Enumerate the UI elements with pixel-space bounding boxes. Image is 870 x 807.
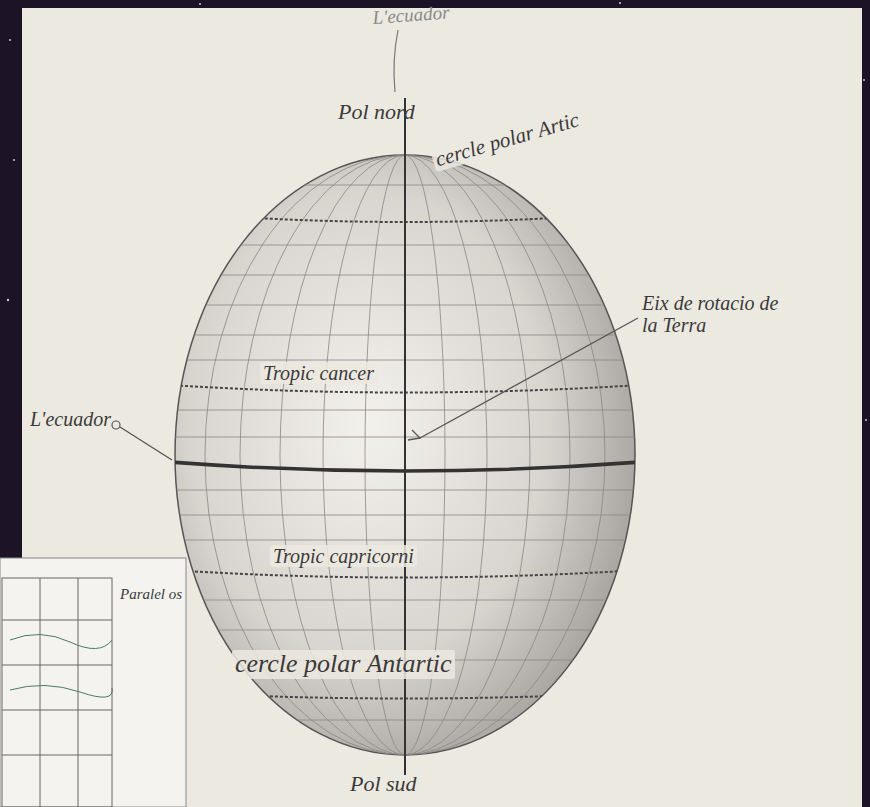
handwritten-label: Pol nord <box>338 100 415 124</box>
handwritten-label: cercle polar Antartic <box>232 650 455 679</box>
leader-dot <box>112 421 120 429</box>
handwritten-label: L'ecuador <box>372 3 450 29</box>
inset-grid <box>2 578 112 807</box>
handwritten-label: Pol sud <box>350 772 417 796</box>
leader-line <box>120 427 172 460</box>
leader-line <box>394 30 398 92</box>
handwritten-label: Tropic cancer <box>260 362 377 384</box>
handwritten-label: Eix de rotacio de la Terra <box>642 292 792 336</box>
inset-photo <box>0 558 186 807</box>
handwritten-label: cercle polar Artic <box>430 108 585 173</box>
handwritten-label: Tropic capricorni <box>270 545 417 567</box>
handwritten-label: Paralel os <box>120 586 182 603</box>
handwritten-label: L'ecuador <box>30 408 111 430</box>
leader-line <box>420 318 638 438</box>
arrow-head <box>408 430 420 440</box>
